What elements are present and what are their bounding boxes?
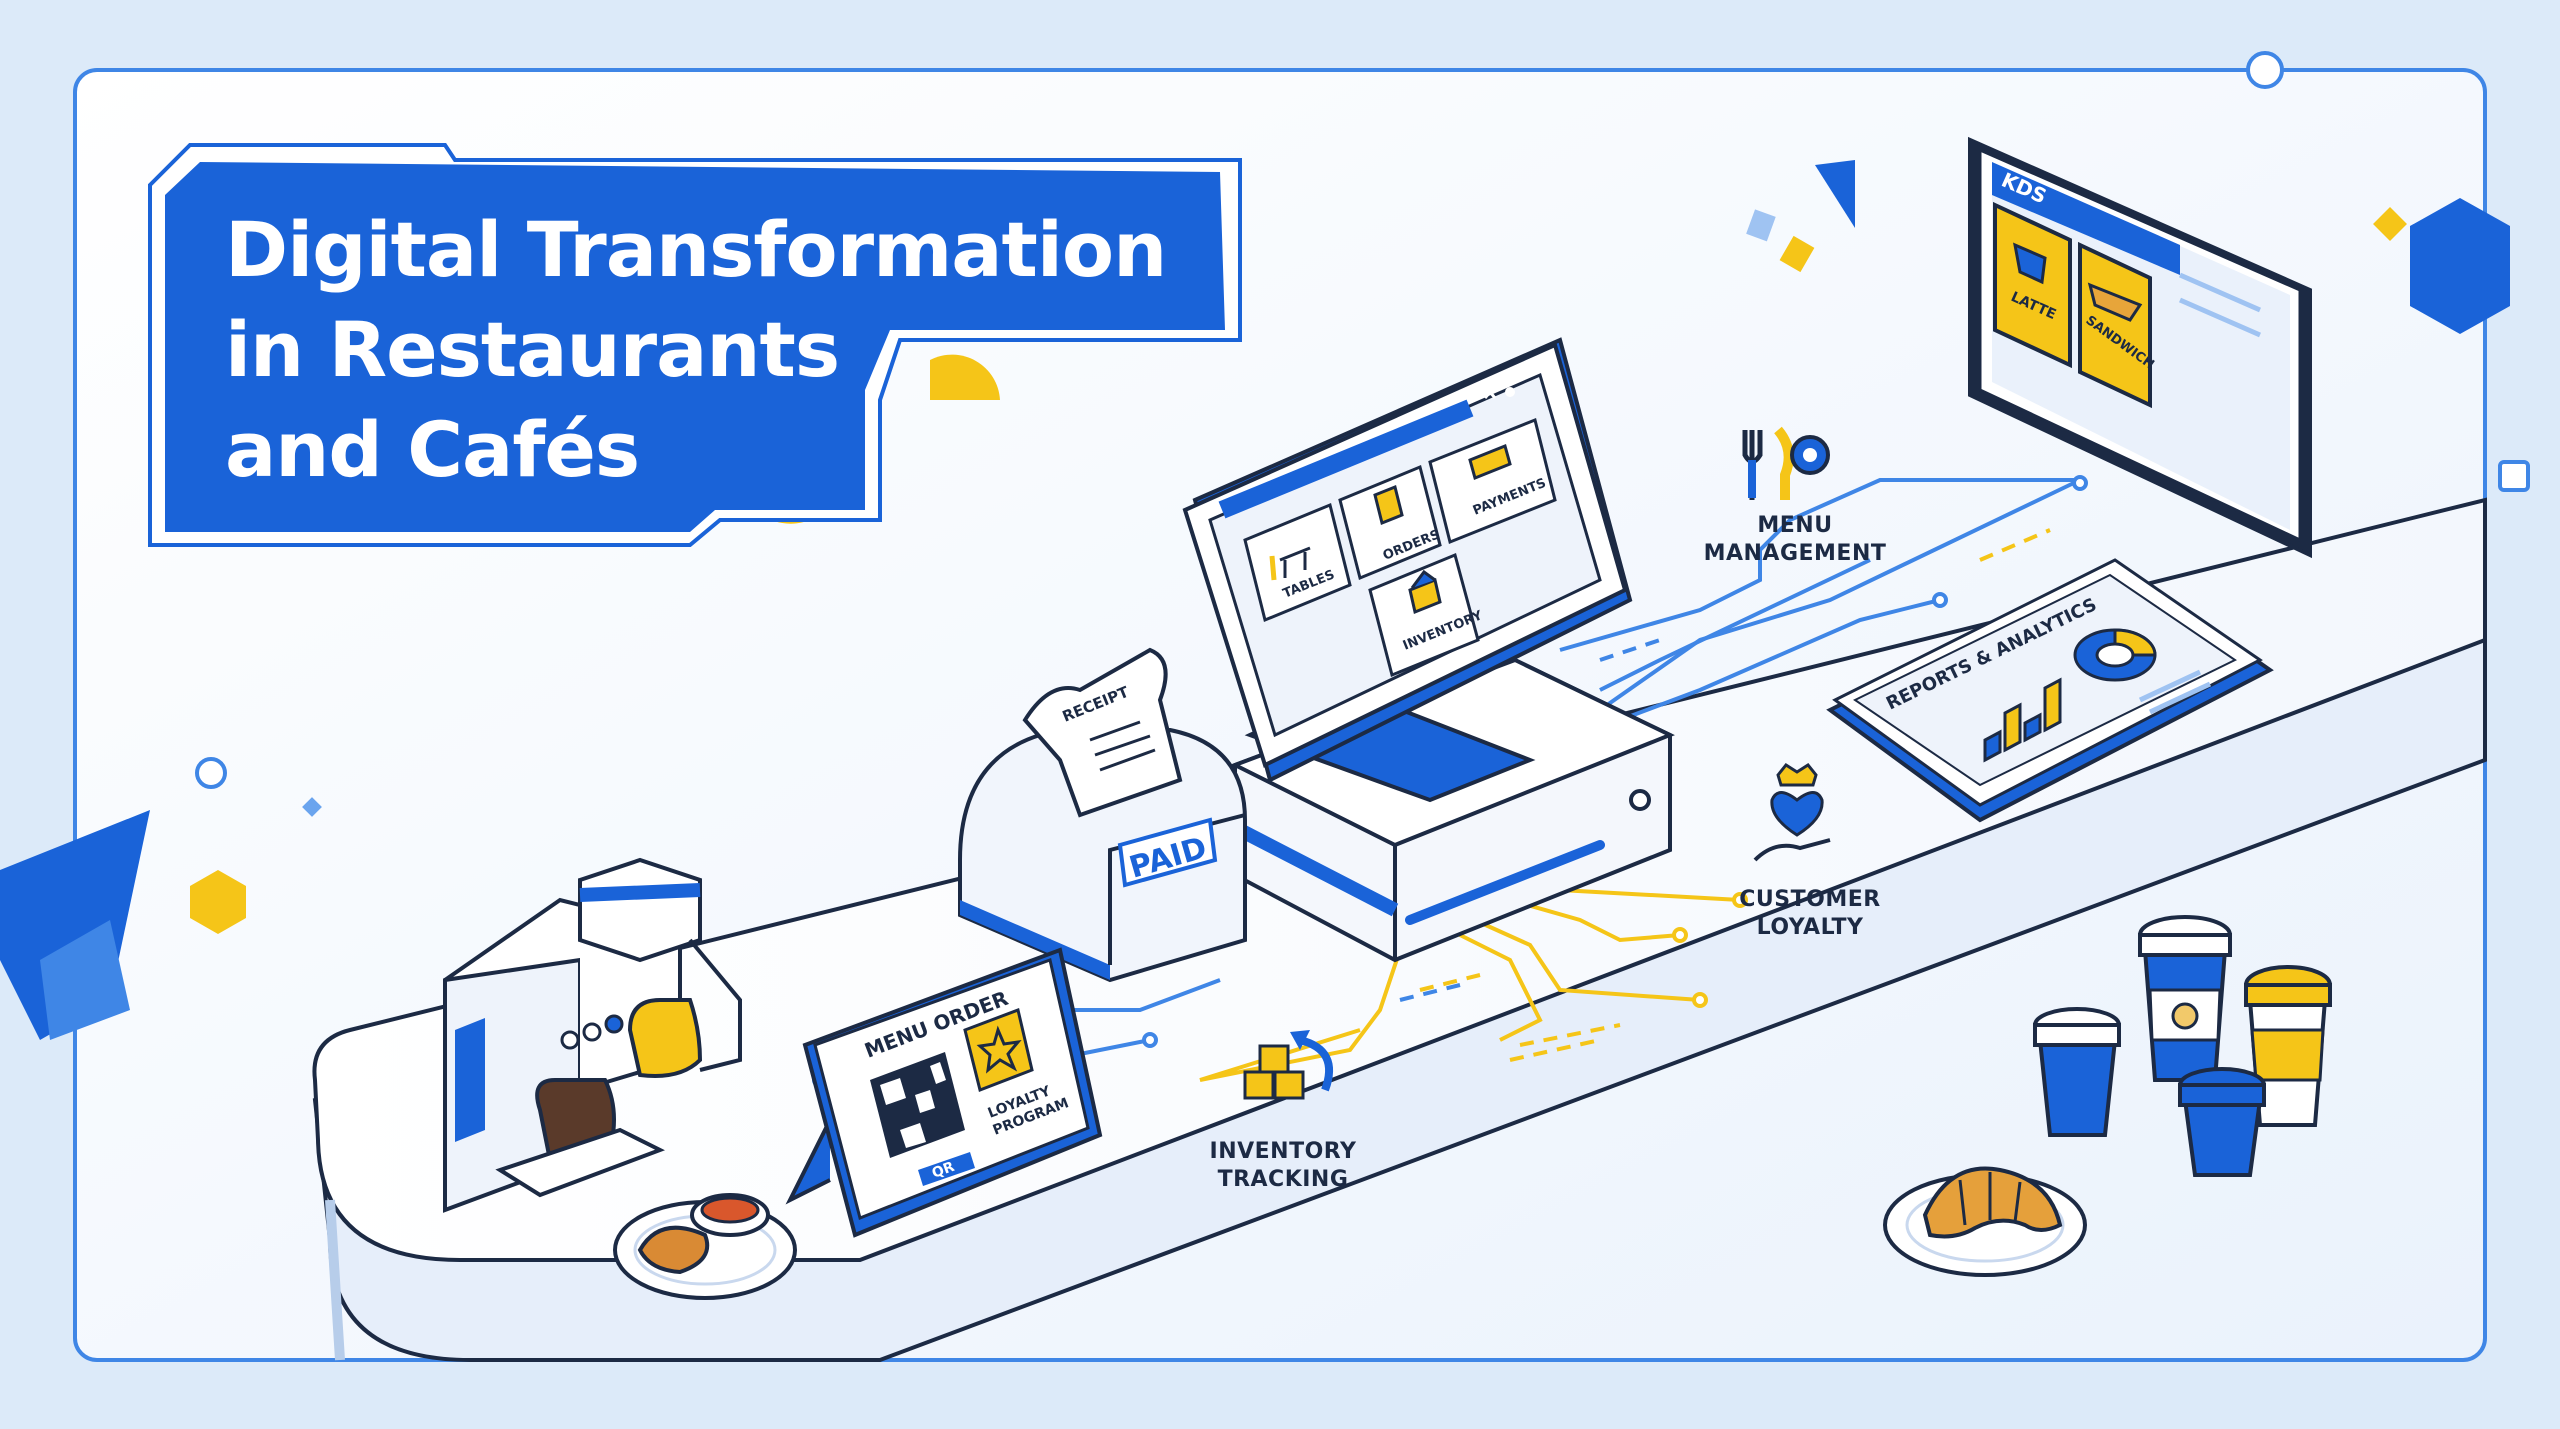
card-icon [1468, 443, 1512, 481]
title-line-1: Digital Transformation [225, 205, 1167, 294]
coffee-cup-icon [2013, 242, 2047, 285]
boxes-arrow-icon [1243, 1030, 1333, 1100]
kds-ticket-latte: LATTE [1993, 201, 2072, 369]
menu-management-label-1: MENU [1757, 513, 1832, 538]
crown-heart-hand-icon [1753, 763, 1831, 862]
sandwich-icon [2087, 282, 2143, 322]
pos-terminal: TABLES ORDERS PAYMENTS INVENTORY [1182, 337, 1675, 963]
coffee-cups [2033, 915, 2332, 1177]
plate-croissant-left [613, 1193, 797, 1300]
clipboard-icon [1373, 484, 1404, 526]
title-line-3: and Cafés [225, 405, 640, 494]
kds-ticket-sandwich: SANDWICH [2078, 241, 2157, 409]
bar-chart-icon [1983, 677, 2062, 763]
customer-loyalty-label-2: LOYALTY [1757, 915, 1864, 940]
customer-loyalty-label-1: CUSTOMER [1739, 887, 1880, 912]
chair-table-icon [1269, 546, 1311, 581]
title-line-2: in Restaurants [225, 305, 840, 394]
qr-code-icon [870, 1052, 965, 1158]
espresso-machine [443, 857, 742, 1213]
inventory-tracking-label-2: TRACKING [1218, 1167, 1349, 1192]
decorative-shapes [0, 51, 2530, 1040]
menu-management-icon [1742, 426, 1830, 500]
pos-tile-tables: TABLES [1243, 502, 1352, 623]
kds-display: KDS LATTE SANDWICH [1968, 136, 2312, 559]
inventory-tracking-label-1: INVENTORY [1210, 1139, 1358, 1164]
qr-button[interactable]: QR [918, 1152, 975, 1186]
donut-chart-icon [2073, 628, 2157, 682]
menu-management-label-2: MANAGEMENT [1704, 541, 1887, 566]
svg-text:QR: QR [930, 1159, 957, 1182]
star-icon [963, 1007, 1034, 1093]
fork-knife-gear-icon [1742, 426, 1830, 500]
plate-croissant-right [1883, 1166, 2087, 1277]
wifi-icon [1483, 387, 1515, 399]
receipt-printer: RECEIPT PAID [958, 647, 1247, 983]
qr-menu-stand: MENU ORDER QR LOYALTY PROGRAM [785, 947, 1103, 1238]
title-banner [148, 143, 1242, 547]
data-connections [812, 475, 2088, 1088]
